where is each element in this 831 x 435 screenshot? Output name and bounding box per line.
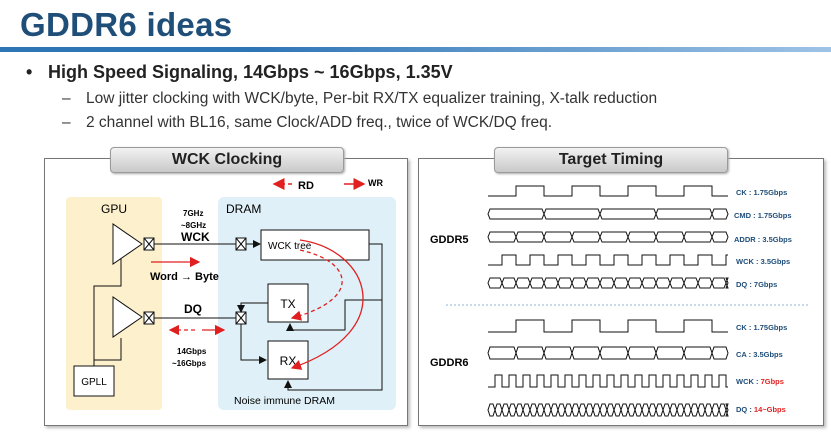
gddr5-ck-wave xyxy=(488,185,728,197)
gddr6-row-label-ck: CK : 1.75Gbps xyxy=(736,323,787,332)
wr-legend-label: WR xyxy=(368,178,383,188)
dq-driver xyxy=(112,296,143,338)
slide-title: GDDR6 ideas xyxy=(20,6,233,43)
freq-label-2: ~8GHz xyxy=(181,221,206,230)
gddr5-addr-wave xyxy=(487,231,729,243)
gddr6-row-label-ca: CA : 3.5Gbps xyxy=(736,350,783,359)
sub-bullet-1-text: Low jitter clocking with WCK/byte, Per-b… xyxy=(86,90,658,107)
gddr5-dq-wave xyxy=(487,277,729,289)
wck-tree-label: WCK tree xyxy=(268,241,312,252)
gddr6-label: GDDR6 xyxy=(430,357,469,369)
wck-bump-gpu-x2 xyxy=(143,237,155,251)
dram-label: DRAM xyxy=(226,202,261,216)
gddr6-row-label-wck: WCK : 7Gbps xyxy=(736,377,784,386)
gddr6-row-label-dq: DQ : 14~Gbps xyxy=(736,405,786,414)
wr-clock-curve xyxy=(290,239,364,370)
gddr5-row-label-cmd: CMD : 1.75Gbps xyxy=(734,211,792,220)
noise-immune-label: Noise immune DRAM xyxy=(234,395,335,407)
main-bullet-text: High Speed Signaling, 14Gbps ~ 16Gbps, 1… xyxy=(48,62,453,82)
gddr6-ca-wave xyxy=(487,346,729,360)
gddr6-wck-prefix: WCK : xyxy=(736,377,761,386)
gddr6-ck-wave xyxy=(488,319,728,333)
gpu-label: GPU xyxy=(101,202,127,216)
gddr6-wck-wave xyxy=(488,374,728,388)
gddr5-cmd-wave xyxy=(487,208,729,220)
target-timing-tab: Target Timing xyxy=(494,147,728,173)
waveforms xyxy=(487,185,729,417)
freq-label-1: 7GHz xyxy=(183,209,203,218)
gpll-block xyxy=(73,365,115,397)
dq-bump-dram-x2 xyxy=(235,311,247,325)
gddr5-label: GDDR5 xyxy=(430,234,469,246)
gddr5-row-label-wck: WCK : 3.5Gbps xyxy=(736,257,790,266)
sub-bullet-2-text: 2 channel with BL16, same Clock/ADD freq… xyxy=(86,114,553,131)
wck-tree-out xyxy=(284,243,383,391)
gddr5-row-label-addr: ADDR : 3.5Gbps xyxy=(734,235,792,244)
gddr6-dq-value: 14~Gbps xyxy=(754,405,786,414)
gddr5-row-label-dq: DQ : 7Gbps xyxy=(736,280,777,289)
rd-legend-label: RD xyxy=(298,180,314,192)
sub-bullet-1: –Low jitter clocking with WCK/byte, Per-… xyxy=(62,90,657,108)
wck-signal-label: WCK xyxy=(181,230,210,244)
rate-label-2: ~16Gbps xyxy=(172,359,207,368)
rate-label-1: 14Gbps xyxy=(177,347,207,356)
word-byte-label: Word → Byte xyxy=(150,271,219,283)
dq-signal-label: DQ xyxy=(184,302,202,316)
dq-to-rx xyxy=(240,324,267,364)
gpll-label: GPLL xyxy=(81,377,107,388)
sub-bullet-marker: – xyxy=(62,114,71,131)
wck-clocking-tab: WCK Clocking xyxy=(110,147,344,173)
gpll-wire-2 xyxy=(93,286,122,361)
gddr5-row-label-ck: CK : 1.75Gbps xyxy=(736,188,787,197)
rd-clock-curve xyxy=(290,249,343,321)
bullet-marker: • xyxy=(26,62,33,82)
main-bullet: • High Speed Signaling, 14Gbps ~ 16Gbps, … xyxy=(26,62,453,83)
tx-to-dq xyxy=(237,302,268,313)
gddr6-dq-prefix: DQ : xyxy=(736,405,754,414)
sub-bullet-marker: – xyxy=(62,90,71,107)
tx-label: TX xyxy=(280,297,295,311)
gddr6-dq-wave xyxy=(487,403,729,417)
gddr6-wck-value: 7Gbps xyxy=(761,377,784,386)
gddr5-wck-wave xyxy=(488,254,728,266)
wck-driver xyxy=(112,223,143,265)
wck-bump-dram-x2 xyxy=(235,237,247,251)
rx-block xyxy=(267,340,309,380)
wck-tree-to-tx xyxy=(286,299,382,331)
sub-bullet-2: –2 channel with BL16, same Clock/ADD fre… xyxy=(62,114,552,132)
dq-bump-gpu-x2 xyxy=(143,311,155,325)
title-underline xyxy=(0,47,831,52)
